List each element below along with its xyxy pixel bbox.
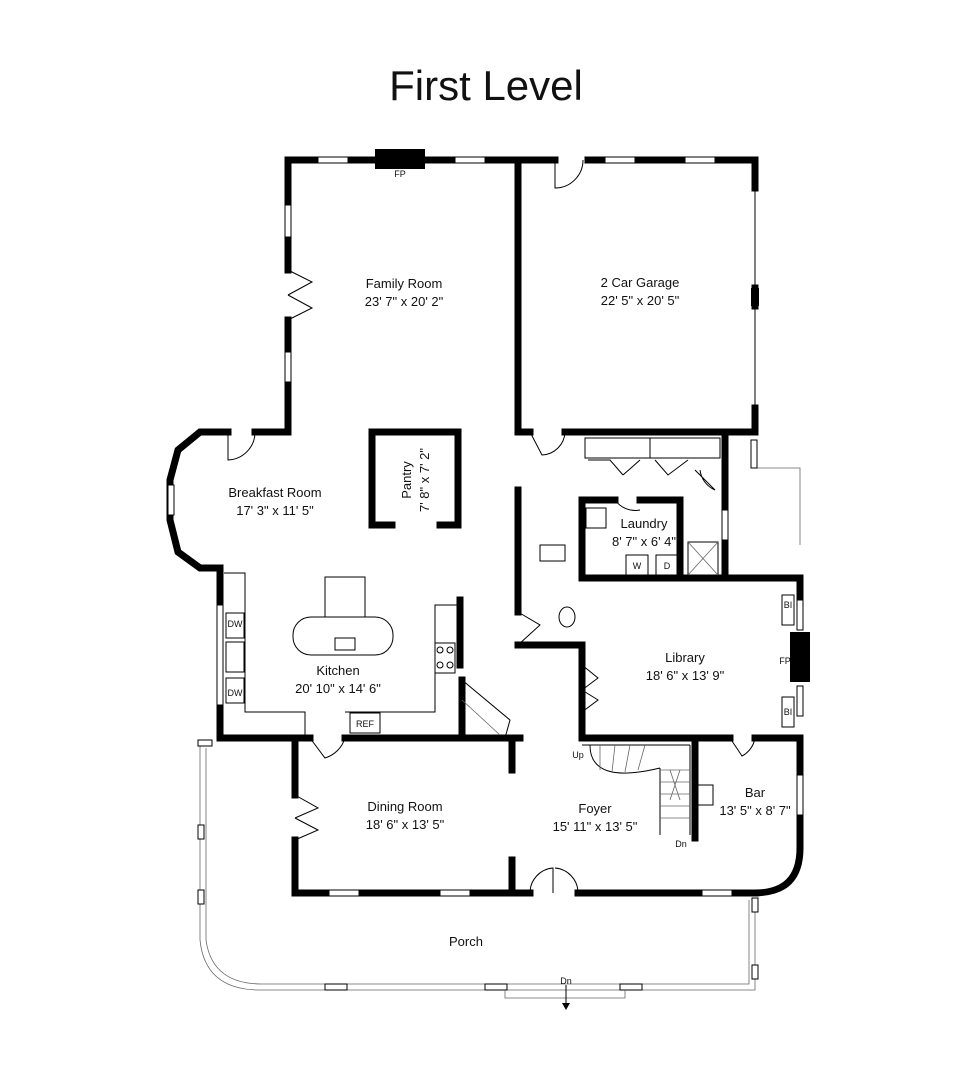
bar-sink <box>696 784 714 806</box>
room-labels: Family Room 23' 7" x 20' 2" 2 Car Garage… <box>228 275 791 949</box>
bath-sink <box>539 544 566 562</box>
refrigerator <box>349 712 381 734</box>
garage-dims: 22' 5" x 20' 5" <box>601 293 680 308</box>
dryer <box>655 554 679 576</box>
washer <box>625 554 649 576</box>
kitchen-island <box>292 616 394 656</box>
walls <box>166 149 810 897</box>
kitchen-counters <box>224 572 458 735</box>
pantry-dims: 7' 8" x 7' 2" <box>417 448 432 512</box>
island-sink <box>334 637 356 651</box>
kitchen-name: Kitchen <box>316 663 359 678</box>
laundry-dims: 8' 7" x 6' 4" <box>612 534 676 549</box>
fixtures <box>539 507 795 806</box>
bar-name: Bar <box>745 785 766 800</box>
foyer-name: Foyer <box>578 801 612 816</box>
fp-family-label: FP <box>394 169 406 179</box>
library-dims: 18' 6" x 13' 9" <box>646 668 725 683</box>
shower <box>687 541 719 576</box>
fp-library-label: FP <box>779 656 791 666</box>
kitchen-dims: 20' 10" x 14' 6" <box>295 681 381 696</box>
dw-bottom-label: DW <box>228 688 243 698</box>
breakfast-room-dims: 17' 3" x 11' 5" <box>236 503 314 518</box>
library-name: Library <box>665 650 705 665</box>
dining-room-dims: 18' 6" x 13' 5" <box>366 817 445 832</box>
laundry-name: Laundry <box>621 516 668 531</box>
ref-label: REF <box>356 719 375 729</box>
toilet <box>558 606 576 628</box>
laundry-sink <box>585 507 607 529</box>
foyer-dims: 15' 11" x 13' 5" <box>553 819 638 834</box>
kitchen-sink <box>225 641 245 673</box>
windows <box>167 156 804 897</box>
porch-name: Porch <box>449 934 483 949</box>
porch <box>197 739 759 1010</box>
doors <box>227 159 756 894</box>
washer-label: W <box>633 561 642 571</box>
family-room-name: Family Room <box>366 276 443 291</box>
bi-bottom-label: BI <box>784 707 793 717</box>
plan-title: First Level <box>389 62 583 109</box>
dryer-label: D <box>664 561 671 571</box>
stair-down-label: Dn <box>675 839 687 849</box>
bar-dims: 13' 5" x 8' 7" <box>719 803 791 818</box>
garage-cabinets <box>584 437 721 459</box>
stairs <box>461 679 691 835</box>
fireplace-family <box>375 149 425 169</box>
pantry-name: Pantry <box>399 461 414 499</box>
family-room-dims: 23' 7" x 20' 2" <box>365 294 444 309</box>
porch-down-label: Dn <box>560 976 572 986</box>
fixture-labels: FP FP DW DW REF W D BI BI Up Dn Dn <box>228 169 793 986</box>
garage-name: 2 Car Garage <box>601 275 680 290</box>
dw-top-label: DW <box>228 619 243 629</box>
breakfast-room-name: Breakfast Room <box>228 485 321 500</box>
bi-top-label: BI <box>784 600 793 610</box>
cooktop <box>434 642 456 674</box>
dining-room-name: Dining Room <box>367 799 442 814</box>
fireplace-library <box>790 632 810 682</box>
stair-up-label: Up <box>572 750 584 760</box>
kitchen-island-top <box>324 576 366 618</box>
